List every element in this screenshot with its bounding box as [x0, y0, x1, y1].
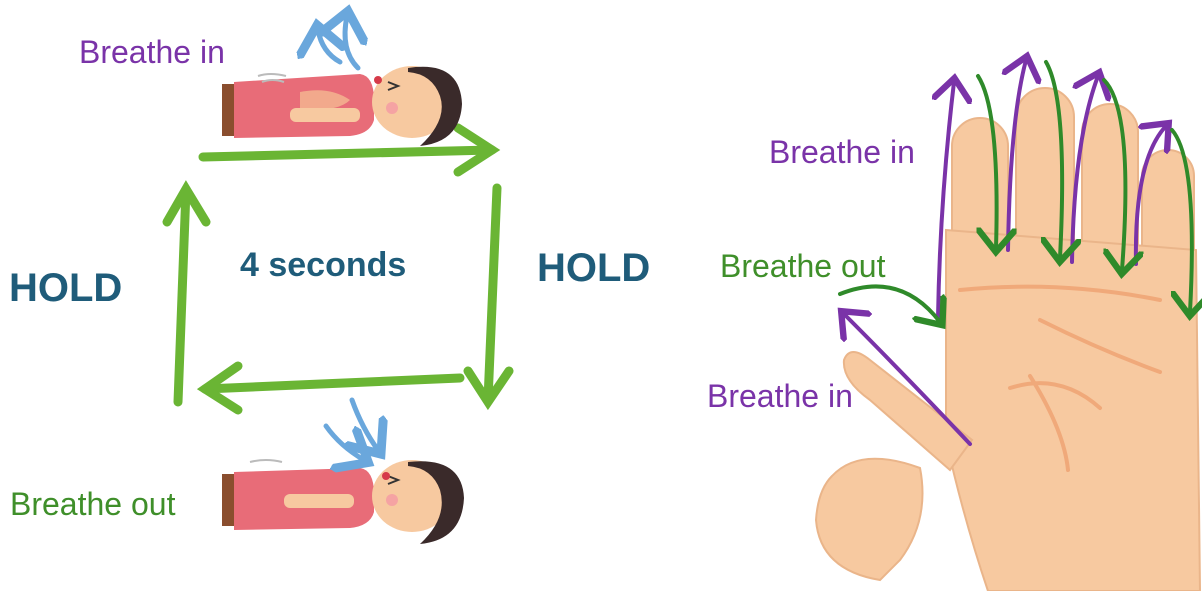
hold-right-label: HOLD	[537, 248, 650, 288]
arrow-right-down	[468, 188, 509, 402]
arrow-left-up	[167, 189, 206, 402]
air-in-arrows	[318, 16, 358, 68]
hold-left-label: HOLD	[9, 268, 122, 308]
hand-breathe-in-upper-label: Breathe in	[769, 136, 915, 168]
breathe-out-label: Breathe out	[10, 488, 175, 520]
air-out-arrows	[326, 400, 378, 460]
arrow-bottom-left	[205, 366, 460, 410]
person-inhaling	[222, 66, 462, 146]
breathe-in-label: Breathe in	[79, 36, 225, 68]
hand-breathe-in-lower-label: Breathe in	[707, 380, 853, 412]
duration-label: 4 seconds	[240, 248, 406, 282]
hand-breathe-out-label: Breathe out	[720, 250, 885, 282]
person-exhaling	[222, 460, 464, 544]
